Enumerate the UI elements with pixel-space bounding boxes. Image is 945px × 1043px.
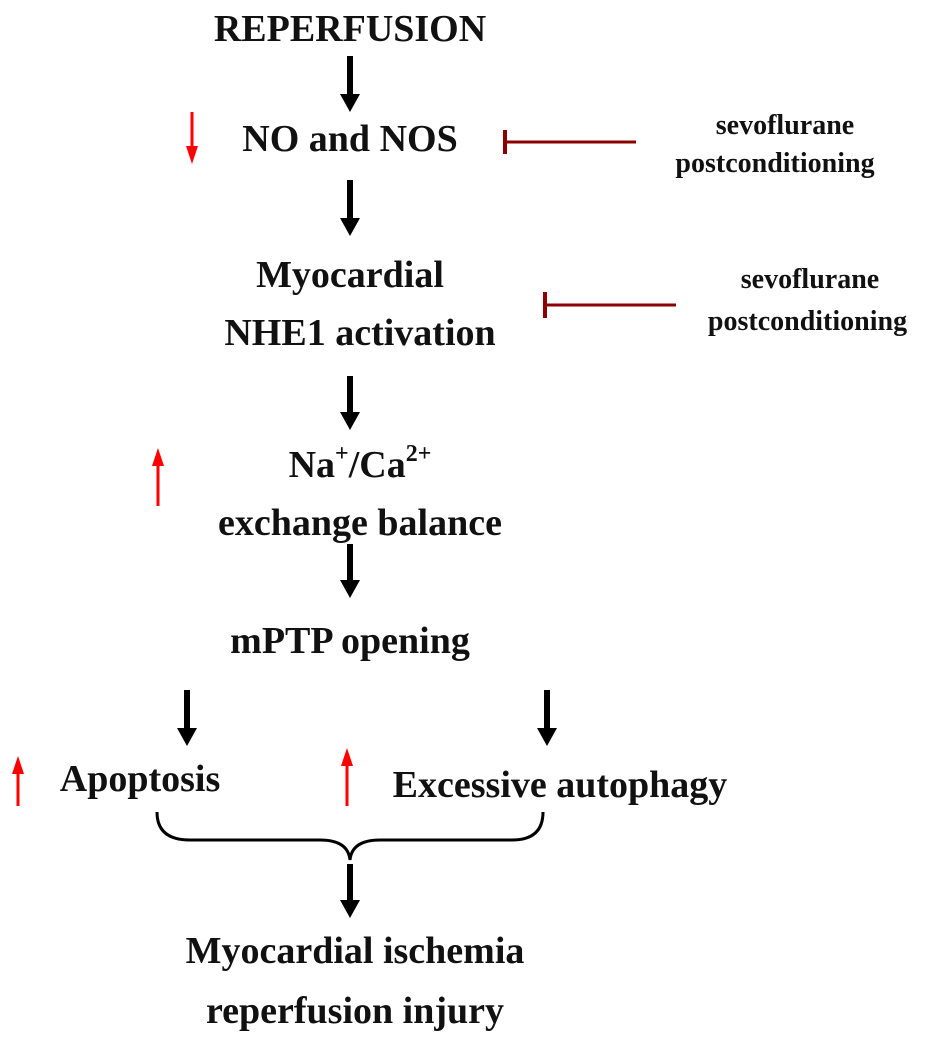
increase-arrow-exchange (152, 448, 164, 506)
flow-arrow-brace-to-outcome (340, 864, 360, 918)
decrease-arrow-no-nos (186, 112, 198, 164)
inhibitor-1-line2: postconditioning (675, 148, 875, 179)
node-outcome-line1: Myocardial ischemia (185, 930, 525, 972)
node-no-nos: NO and NOS (242, 118, 458, 160)
grouping-brace (155, 811, 545, 861)
inhibition-line-1 (503, 130, 636, 154)
inhibitor-1-line1: sevoflurane (715, 110, 855, 141)
inhibitor-2-line1: sevoflurane (740, 264, 880, 295)
flow-arrow-mptp-to-autophagy (537, 690, 557, 746)
node-exchange-line1: Na+/Ca2+ (200, 442, 520, 486)
inhibition-line-2 (543, 292, 676, 318)
inhibitor-2-line2: postconditioning (707, 306, 908, 337)
na-label: Na (288, 444, 336, 486)
node-nhe1-line1: Myocardial (256, 254, 444, 296)
flow-arrow-exchange-to-mptp (340, 544, 360, 598)
node-apoptosis: Apoptosis (59, 758, 221, 800)
node-autophagy: Excessive autophagy (392, 764, 728, 806)
node-mptp: mPTP opening (230, 620, 470, 662)
na-charge: + (335, 441, 349, 467)
flow-arrow-mptp-to-apoptosis (177, 690, 197, 746)
flow-arrow-no-to-nhe1 (340, 180, 360, 236)
flow-arrow-nhe1-to-exchange (340, 376, 360, 430)
ca-label: /Ca (348, 444, 406, 486)
increase-arrow-apoptosis (12, 756, 24, 806)
flow-arrow-reperfusion-to-no (340, 56, 360, 112)
title-reperfusion: REPERFUSION (213, 8, 487, 50)
node-nhe1-line2: NHE1 activation (224, 312, 496, 354)
node-exchange-line2: exchange balance (218, 502, 502, 544)
ca-charge: 2+ (405, 441, 432, 467)
increase-arrow-autophagy (341, 748, 353, 806)
node-outcome-line2: reperfusion injury (205, 990, 505, 1032)
